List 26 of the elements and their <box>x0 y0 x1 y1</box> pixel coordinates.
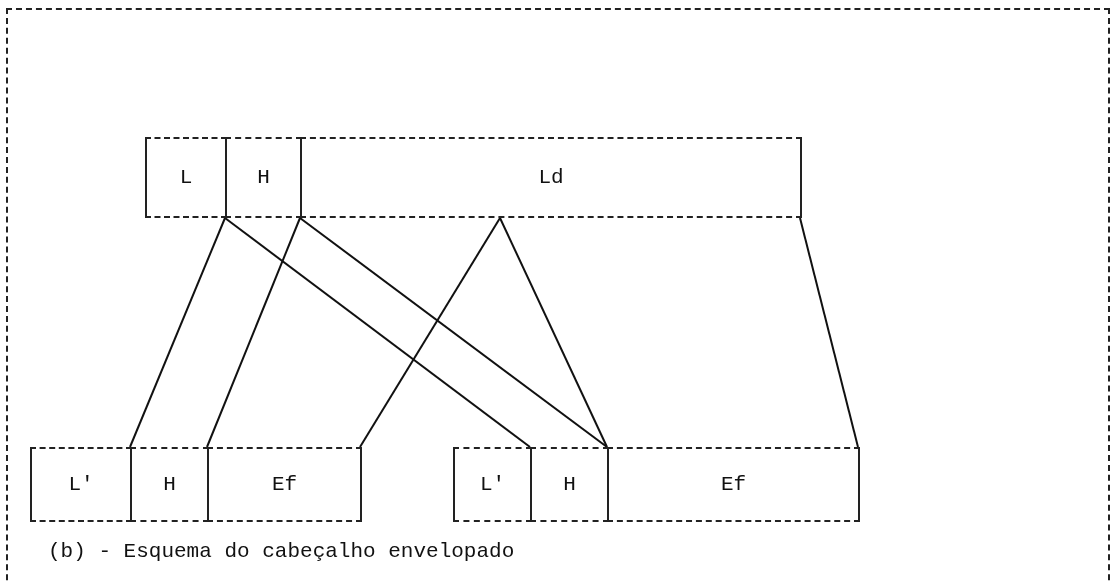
field-label: L <box>179 166 193 189</box>
field-cell <box>530 447 609 522</box>
field-cell <box>145 137 227 218</box>
field-cell <box>207 447 362 522</box>
connector-line <box>359 217 501 448</box>
figure-caption: (b) - Esquema do cabeçalho envelopado <box>48 540 515 563</box>
field-cell <box>130 447 209 522</box>
field-cell <box>453 447 532 522</box>
connector-line <box>799 217 859 448</box>
field-label: Ef <box>720 473 747 496</box>
connector-line <box>224 217 531 448</box>
field-label: H <box>563 473 576 496</box>
field-label: Ld <box>538 166 564 189</box>
connector-line <box>499 217 608 448</box>
field-label: H <box>163 473 176 496</box>
field-cell <box>225 137 302 218</box>
field-label: L' <box>68 473 94 496</box>
field-label: H <box>257 166 270 189</box>
field-label: Ef <box>271 473 298 496</box>
field-label: L' <box>479 473 506 496</box>
connector-line <box>129 217 226 448</box>
connector-line <box>206 217 301 448</box>
connector-line <box>299 217 608 448</box>
field-cell <box>607 447 860 522</box>
field-cell <box>300 137 802 218</box>
field-cell <box>30 447 132 522</box>
